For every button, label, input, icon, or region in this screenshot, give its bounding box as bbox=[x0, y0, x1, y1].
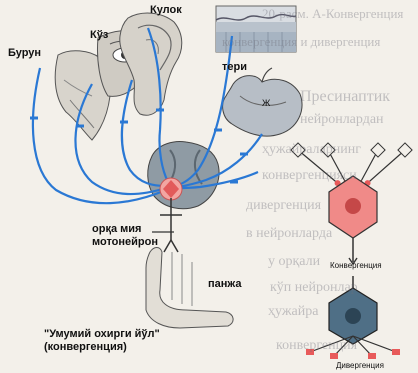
label-tiny-top: Конвергенция bbox=[330, 262, 382, 270]
label-nose: Бурун bbox=[8, 48, 41, 60]
synapse-marker bbox=[30, 117, 38, 120]
bg-line: дивергенция bbox=[246, 198, 321, 214]
synapse-marker bbox=[230, 181, 238, 184]
label-eye: Кўз bbox=[90, 30, 108, 42]
label-paw: панжа bbox=[208, 279, 241, 291]
label-spinal-cord-line2: мотонейрон bbox=[92, 237, 158, 249]
ear-illustration bbox=[120, 13, 182, 115]
label-stomach: Ж bbox=[262, 99, 270, 108]
bg-line: нейронлардан bbox=[300, 112, 384, 128]
synapse-marker bbox=[214, 129, 222, 132]
bg-line: конвергенцияси bbox=[262, 168, 357, 184]
synapse-terminal bbox=[368, 353, 376, 359]
label-convergence: (конвергенция) bbox=[44, 342, 127, 354]
label-spinal-cord-line1: орқа мия bbox=[92, 224, 141, 236]
bg-line: ҳужайраларнинг bbox=[262, 142, 361, 158]
input-neuron bbox=[371, 143, 385, 157]
bg-line: конвергенция и дивергенция bbox=[222, 34, 380, 50]
bg-line: в нейронларда bbox=[246, 226, 332, 242]
bg-line: 20-расм. А-Конвергенция bbox=[262, 6, 403, 22]
synapse-terminal bbox=[392, 349, 400, 355]
bg-line: ҳужайра bbox=[268, 304, 318, 320]
bg-line: у орқали bbox=[268, 254, 320, 270]
synapse-marker bbox=[240, 153, 248, 156]
synapse-marker bbox=[156, 109, 164, 112]
bg-line: Пресинаптик bbox=[300, 88, 390, 106]
bg-line: конвергенция bbox=[276, 338, 357, 354]
label-ear: Кулок bbox=[150, 5, 182, 17]
output-axon bbox=[353, 336, 396, 352]
label-skin: тери bbox=[222, 62, 247, 74]
label-tiny-bottom: Дивергенция bbox=[336, 362, 384, 370]
bg-line: кўп нейронлар bbox=[270, 280, 358, 296]
label-final-common-path: "Умумий охирги йўл" bbox=[44, 329, 160, 341]
synapse-marker bbox=[76, 125, 84, 128]
synapse-marker bbox=[120, 121, 128, 124]
